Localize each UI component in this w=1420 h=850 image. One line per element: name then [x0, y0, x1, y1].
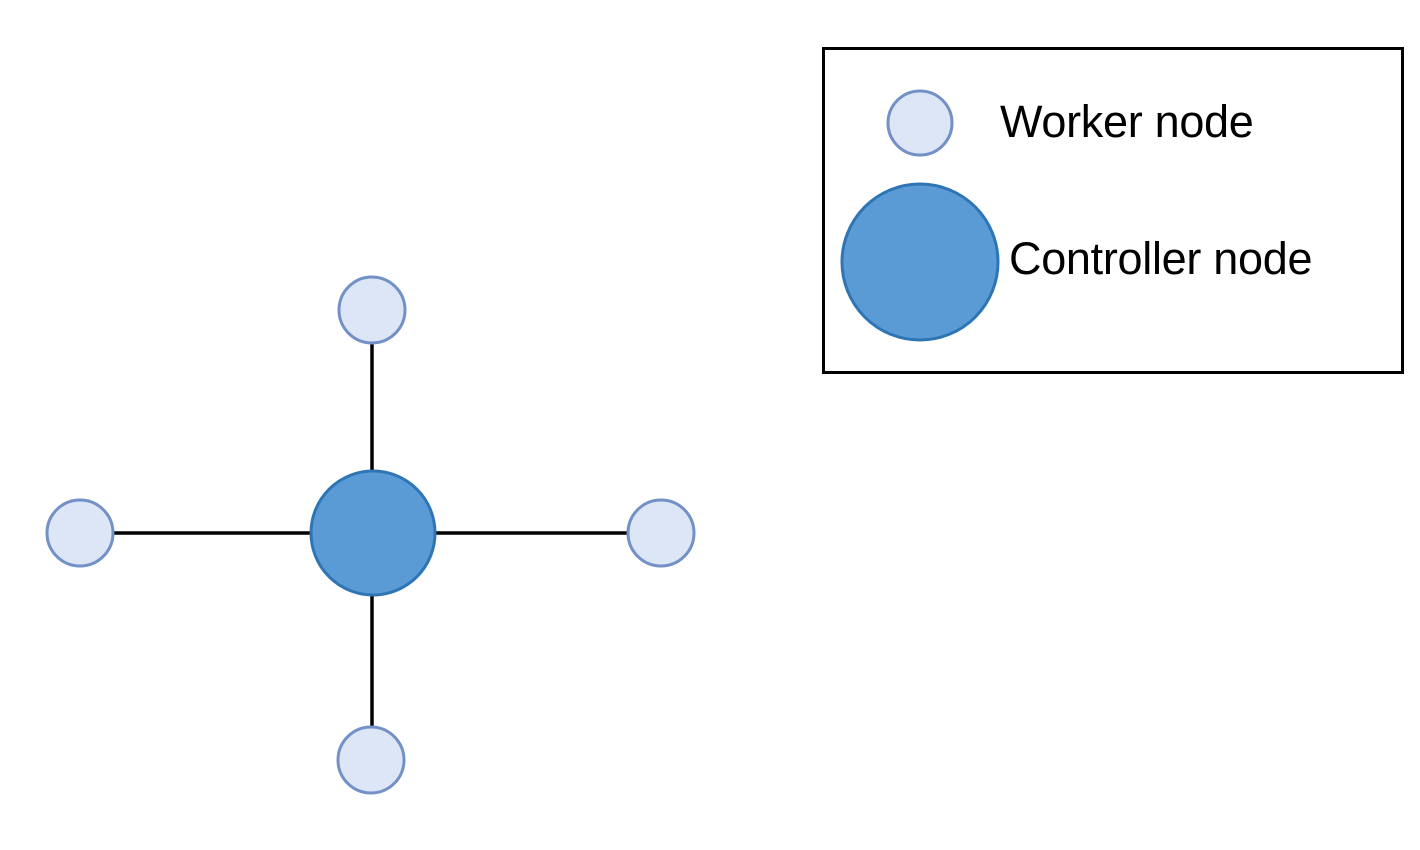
edge-group: [113, 343, 628, 727]
legend-swatch-controller-icon: [840, 182, 1000, 342]
legend-panel: [822, 47, 1404, 374]
worker-node-group: [45, 275, 696, 795]
legend-label-worker: Worker node: [1000, 96, 1254, 147]
legend-label-controller: Controller node: [1009, 233, 1313, 284]
node-worker-west[interactable]: [45, 498, 115, 568]
node-worker-north[interactable]: [337, 275, 407, 345]
node-worker-south[interactable]: [336, 725, 406, 795]
node-worker-east[interactable]: [626, 498, 696, 568]
node-controller[interactable]: [309, 469, 437, 597]
legend-swatch-worker-icon: [886, 89, 954, 157]
